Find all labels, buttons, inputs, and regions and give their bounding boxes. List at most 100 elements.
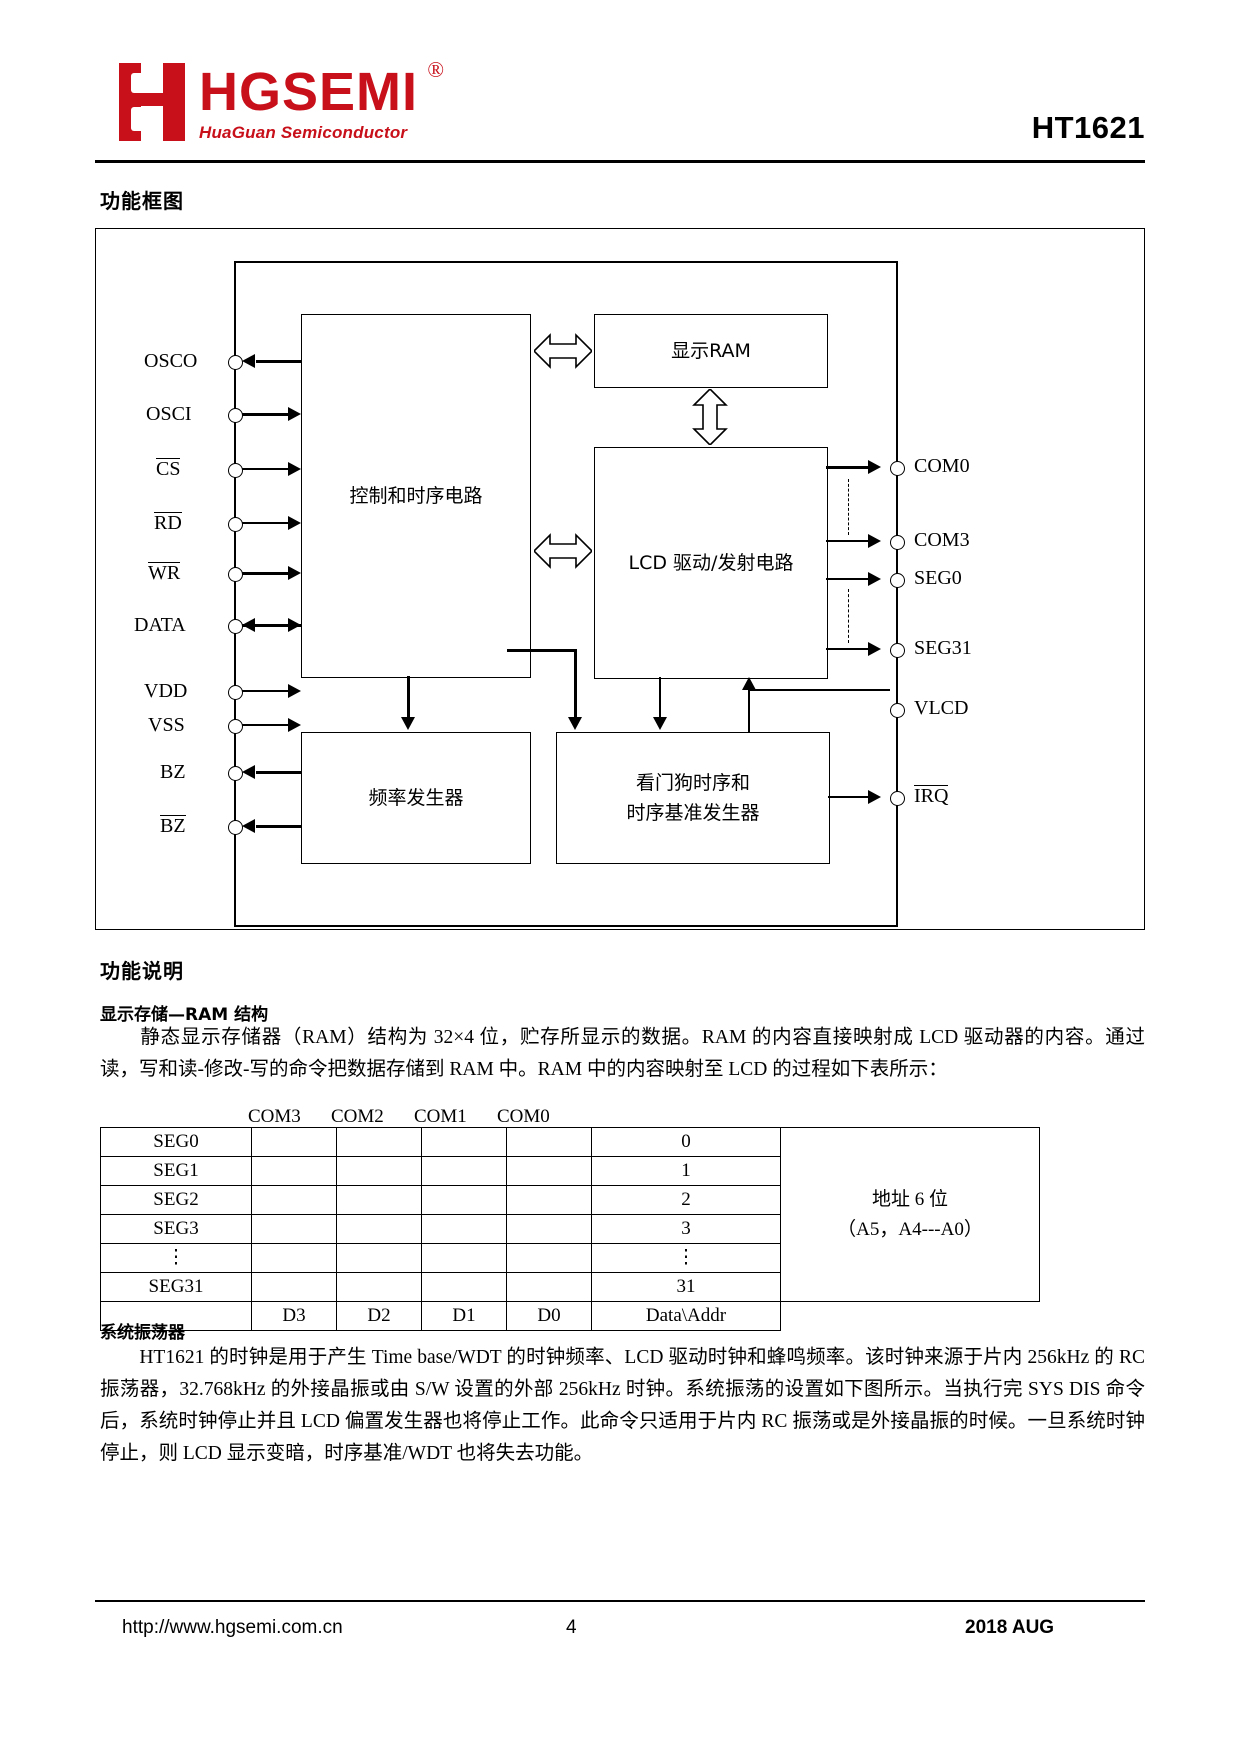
wire-lcd-wdt: [659, 677, 661, 719]
pin-node-vss: [228, 719, 243, 734]
wire-com0: [826, 466, 874, 469]
wire-ctrl-wdt: [574, 649, 577, 719]
page-header: HGSEMI ® HuaGuan Semiconductor HT1621: [95, 55, 1145, 160]
pin-node-bz-bar: [228, 820, 243, 835]
cell-d3: [251, 1156, 337, 1186]
table-row: SEG31 31: [100, 1272, 1040, 1302]
pin-label-wr: WR: [148, 562, 181, 584]
pin-label-data: DATA: [134, 614, 186, 636]
cell-addr-value: 2: [591, 1185, 781, 1215]
pin-node-vdd: [228, 685, 243, 700]
wire-seg0: [826, 578, 874, 580]
cell-d2: [336, 1243, 422, 1273]
cell-address-note: 地址 6 位 （A5，A4---A0）: [780, 1127, 1040, 1302]
cell-bit-d2: D2: [336, 1301, 422, 1331]
bus-top: [234, 261, 896, 263]
pin-node-bz: [228, 766, 243, 781]
functional-block-diagram: 控制和时序电路 显示RAM LCD 驱动/发射电路 频率发生器 看门狗时序和 时…: [95, 228, 1145, 930]
part-number: HT1621: [1031, 110, 1145, 145]
cell-d1: [421, 1156, 507, 1186]
pin-label-com3: COM3: [914, 529, 970, 551]
pin-node-rd: [228, 517, 243, 532]
arrowhead-data-l: [242, 618, 255, 632]
pin-label-com0: COM0: [914, 455, 970, 477]
cell-d1: [421, 1127, 507, 1157]
arrowhead-com3: [868, 534, 881, 548]
pin-label-cs: CS: [156, 458, 181, 480]
pin-label-rd: RD: [154, 512, 182, 534]
pin-label-bz: BZ: [160, 761, 186, 783]
arrow-ram-to-lcd: [688, 387, 732, 450]
wire-seg31: [826, 648, 874, 650]
cell-d2: [336, 1185, 422, 1215]
cell-bit-d0: D0: [506, 1301, 592, 1331]
arrowhead-wdt-lcd: [742, 677, 756, 690]
footer-url[interactable]: http://www.hgsemi.com.cn: [122, 1617, 343, 1638]
cell-d2: [336, 1214, 422, 1244]
pin-node-osci: [228, 408, 243, 423]
pin-node-wr: [228, 567, 243, 582]
cell-addr-value: 0: [591, 1127, 781, 1157]
cell-d1: [421, 1185, 507, 1215]
pin-label-vlcd: VLCD: [914, 697, 969, 719]
block-control-timing: 控制和时序电路: [301, 314, 531, 678]
address-note-line2: （A5，A4---A0）: [837, 1218, 983, 1240]
cell-addr-value: 1: [591, 1156, 781, 1186]
arrowhead-rd: [288, 516, 301, 530]
header-divider: [95, 160, 1145, 163]
arrowhead-ctrl-wdt: [568, 717, 582, 730]
footer-divider: [95, 1600, 1145, 1602]
pin-label-irq: IRQ: [914, 785, 949, 807]
wire-vdd: [242, 690, 288, 692]
wire-wr: [242, 572, 288, 575]
arrowhead-cs: [288, 462, 301, 476]
wire-bz: [256, 771, 301, 774]
pin-node-irq: [890, 791, 905, 806]
paragraph-system-oscillator: HT1621 的时钟是用于产生 Time base/WDT 的时钟频率、LCD …: [100, 1347, 1145, 1464]
pin-node-vlcd: [890, 703, 905, 718]
pin-label-seg0: SEG0: [914, 567, 962, 589]
pin-node-data: [228, 619, 243, 634]
cell-seg: SEG31: [100, 1272, 252, 1302]
cell-d0: [506, 1156, 592, 1186]
cell-bit-d3: D3: [251, 1301, 337, 1331]
cell-bit-d1: D1: [421, 1301, 507, 1331]
arrowhead-data-r: [288, 618, 301, 632]
arrowhead-ctrl-freq: [401, 717, 415, 730]
block-display-ram: 显示RAM: [594, 314, 828, 388]
arrow-control-to-lcd: [532, 529, 594, 578]
section-title-function-description: 功能说明: [100, 959, 184, 983]
subheading-ram-structure: 显示存储—RAM 结构: [100, 1005, 269, 1025]
arrowhead-osci: [288, 407, 301, 421]
wire-ctrl-freq: [407, 676, 410, 719]
table-col-header-com1: COM1: [414, 1106, 467, 1127]
arrow-control-to-ram: [532, 329, 594, 378]
dash-seg: [848, 589, 849, 643]
arrowhead-lcd-wdt: [653, 717, 667, 730]
wire-osci: [242, 413, 288, 416]
arrowhead-bz: [242, 765, 255, 779]
cell-d0: [506, 1272, 592, 1302]
cell-addr-value: 31: [591, 1272, 781, 1302]
footer-page-number: 4: [566, 1617, 577, 1638]
table-col-header-com3: COM3: [248, 1106, 301, 1127]
wire-rd: [242, 522, 288, 524]
pin-node-com3: [890, 535, 905, 550]
block-frequency-generator: 频率发生器: [301, 732, 531, 864]
pin-node-com0: [890, 461, 905, 476]
block-lcd-driver: LCD 驱动/发射电路: [594, 447, 828, 679]
bus-bottom: [234, 925, 896, 927]
pin-label-osci: OSCI: [146, 403, 192, 425]
hgsemi-h-mark-icon: [117, 63, 193, 141]
arrowhead-vss: [288, 718, 301, 732]
cell-d3: [251, 1243, 337, 1273]
cell-d2: [336, 1156, 422, 1186]
table-row-bits: D3 D2 D1 D0 Data\Addr: [100, 1301, 1040, 1331]
pin-node-seg31: [890, 643, 905, 658]
wire-vss: [242, 724, 288, 726]
cell-d3: [251, 1272, 337, 1302]
wire-osco: [256, 360, 301, 363]
logo-tagline: HuaGuan Semiconductor: [199, 123, 408, 142]
company-logo: HGSEMI ® HuaGuan Semiconductor: [117, 57, 444, 143]
